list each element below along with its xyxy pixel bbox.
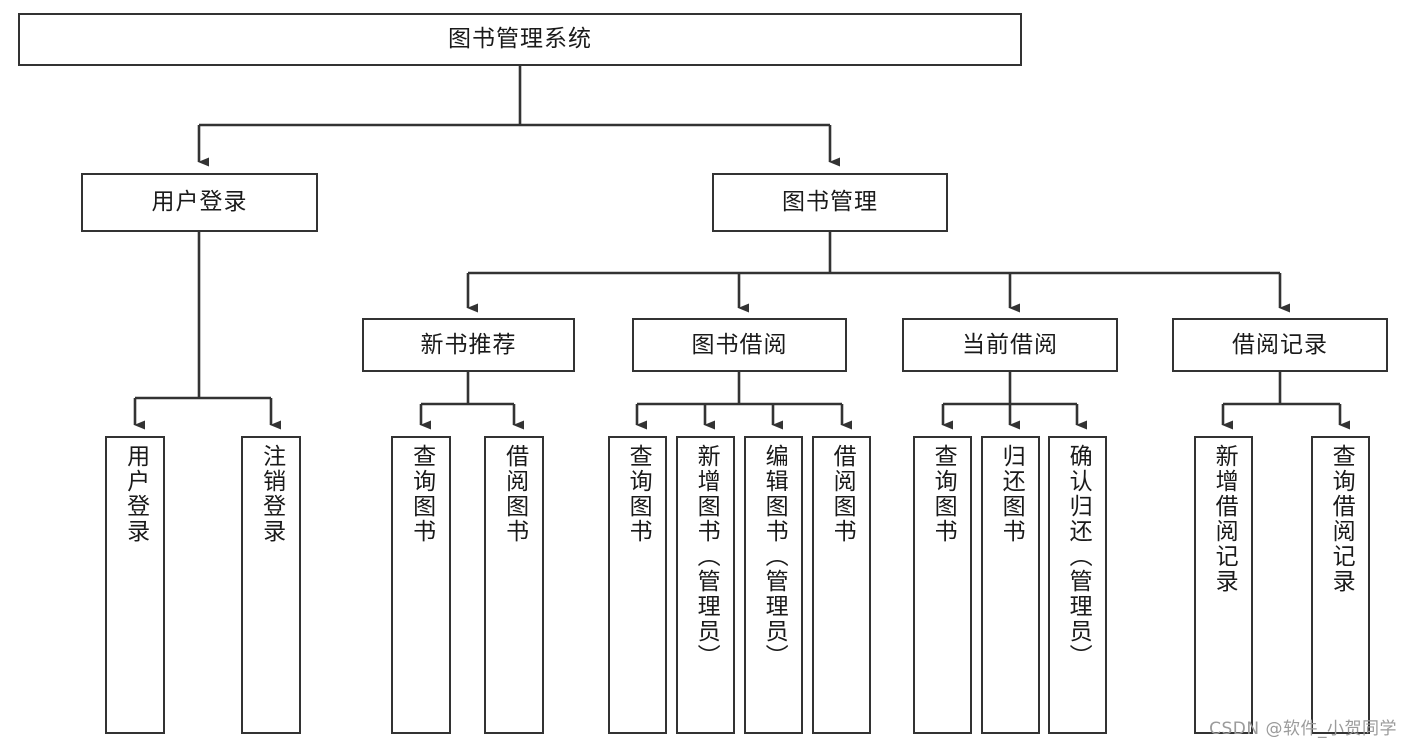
leaf-current-borrow-confirm[interactable]: 确认归还（管理员） <box>1048 436 1107 734</box>
node-label: 新增图书（管理员） <box>693 444 720 669</box>
node-label: 用户登录 <box>122 444 149 544</box>
node-label: 查询借阅记录 <box>1328 444 1355 594</box>
leaf-borrow-record-query[interactable]: 查询借阅记录 <box>1311 436 1370 734</box>
node-label: 借阅图书 <box>501 444 528 544</box>
leaf-borrow-record-add[interactable]: 新增借阅记录 <box>1194 436 1253 734</box>
node-label: 用户登录 <box>151 189 248 215</box>
node-root-system[interactable]: 图书管理系统 <box>18 13 1022 66</box>
leaf-user-login-signout[interactable]: 注销登录 <box>241 436 301 734</box>
node-label: 图书管理系统 <box>448 26 592 52</box>
node-borrow-record[interactable]: 借阅记录 <box>1172 318 1388 372</box>
node-label: 图书管理 <box>782 189 878 215</box>
node-label: 借阅记录 <box>1232 331 1328 358</box>
node-label: 当前借阅 <box>962 331 1058 358</box>
node-book-management[interactable]: 图书管理 <box>712 173 948 232</box>
node-label: 归还图书 <box>998 444 1025 544</box>
node-label: 注销登录 <box>258 444 285 544</box>
leaf-book-borrow-borrow[interactable]: 借阅图书 <box>812 436 871 734</box>
leaf-new-book-query[interactable]: 查询图书 <box>391 436 451 734</box>
node-label: 新增借阅记录 <box>1211 444 1238 594</box>
node-label: 查询图书 <box>408 444 435 544</box>
node-label: 新书推荐 <box>420 331 517 358</box>
node-user-login[interactable]: 用户登录 <box>81 173 318 232</box>
node-label: 编辑图书（管理员） <box>761 444 788 669</box>
node-label: 查询图书 <box>930 444 957 544</box>
node-current-borrow[interactable]: 当前借阅 <box>902 318 1118 372</box>
node-label: 确认归还（管理员） <box>1065 444 1092 669</box>
leaf-book-borrow-add[interactable]: 新增图书（管理员） <box>676 436 735 734</box>
leaf-current-borrow-return[interactable]: 归还图书 <box>981 436 1040 734</box>
leaf-book-borrow-query[interactable]: 查询图书 <box>608 436 667 734</box>
leaf-user-login-signin[interactable]: 用户登录 <box>105 436 165 734</box>
node-book-borrow[interactable]: 图书借阅 <box>632 318 847 372</box>
leaf-current-borrow-query[interactable]: 查询图书 <box>913 436 972 734</box>
leaf-new-book-borrow[interactable]: 借阅图书 <box>484 436 544 734</box>
node-label: 查询图书 <box>625 444 652 544</box>
node-label: 借阅图书 <box>829 444 856 544</box>
leaf-book-borrow-edit[interactable]: 编辑图书（管理员） <box>744 436 803 734</box>
node-new-book-recommend[interactable]: 新书推荐 <box>362 318 575 372</box>
node-label: 图书借阅 <box>691 331 788 358</box>
